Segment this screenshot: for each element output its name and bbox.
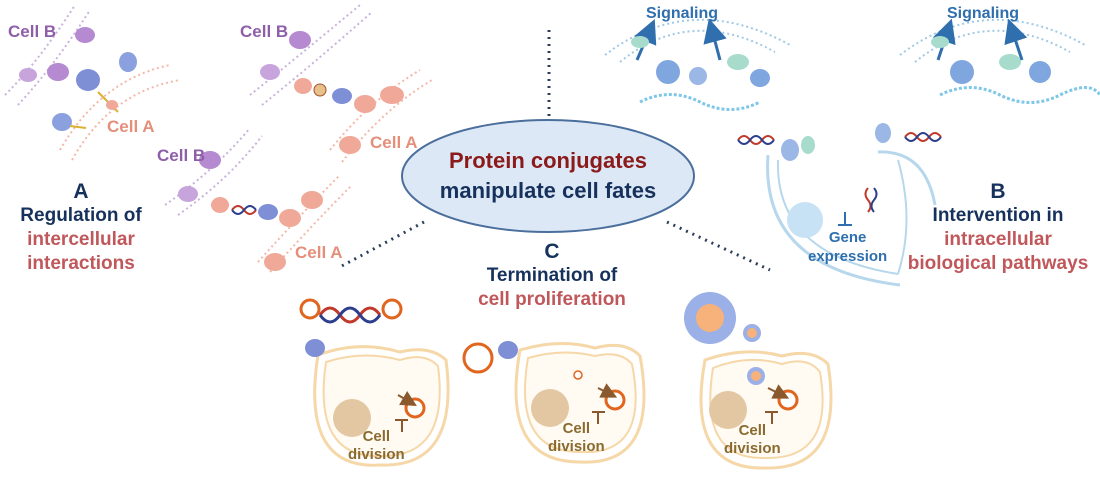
center-title-line2: manipulate cell fates xyxy=(439,178,657,203)
connector-lines xyxy=(337,30,771,272)
section-b-line1: Intervention in xyxy=(932,205,1064,226)
panel-b-diagram xyxy=(604,18,1100,287)
cell-a-label-3: Cell A xyxy=(295,243,343,262)
center-ellipse xyxy=(401,119,695,233)
panel-c-diagram xyxy=(299,292,833,470)
section-a-heading: A Regulation of intercellular interactio… xyxy=(6,180,156,276)
section-c-line2: cell proliferation xyxy=(478,289,626,310)
panel-a-diagram xyxy=(4,4,433,273)
center-title-line1: Protein conjugates xyxy=(448,148,648,173)
cell-a-label-1: Cell A xyxy=(107,117,155,136)
section-b-letter: B xyxy=(990,180,1006,203)
signaling-label-1: Signaling xyxy=(646,5,718,22)
center-title: Protein conjugates manipulate cell fates xyxy=(402,146,694,208)
cell-a-label-2: Cell A xyxy=(370,133,418,152)
section-c-line1: Termination of xyxy=(486,265,618,286)
section-c-heading: C Termination of cell proliferation xyxy=(452,240,652,312)
gene-expression-label: Gene expression xyxy=(808,228,887,266)
section-a-line1: Regulation of xyxy=(20,205,142,226)
section-a-letter: A xyxy=(73,180,89,203)
cell-b-label-3: Cell B xyxy=(157,146,206,165)
expression-label: expression xyxy=(808,248,888,265)
section-a-line3: interactions xyxy=(27,253,135,274)
section-a-line2: intercellular xyxy=(27,229,135,250)
section-c-letter: C xyxy=(544,240,560,263)
cell-b-label-2: Cell B xyxy=(240,22,289,41)
signaling-label-2: Signaling xyxy=(947,5,1019,22)
cell-b-label-1: Cell B xyxy=(8,22,57,41)
section-b-heading: B Intervention in intracellular biologic… xyxy=(900,180,1096,276)
gene-label: Gene xyxy=(828,229,867,246)
section-b-line3: biological pathways xyxy=(907,253,1089,274)
section-b-line2: intracellular xyxy=(944,229,1052,250)
